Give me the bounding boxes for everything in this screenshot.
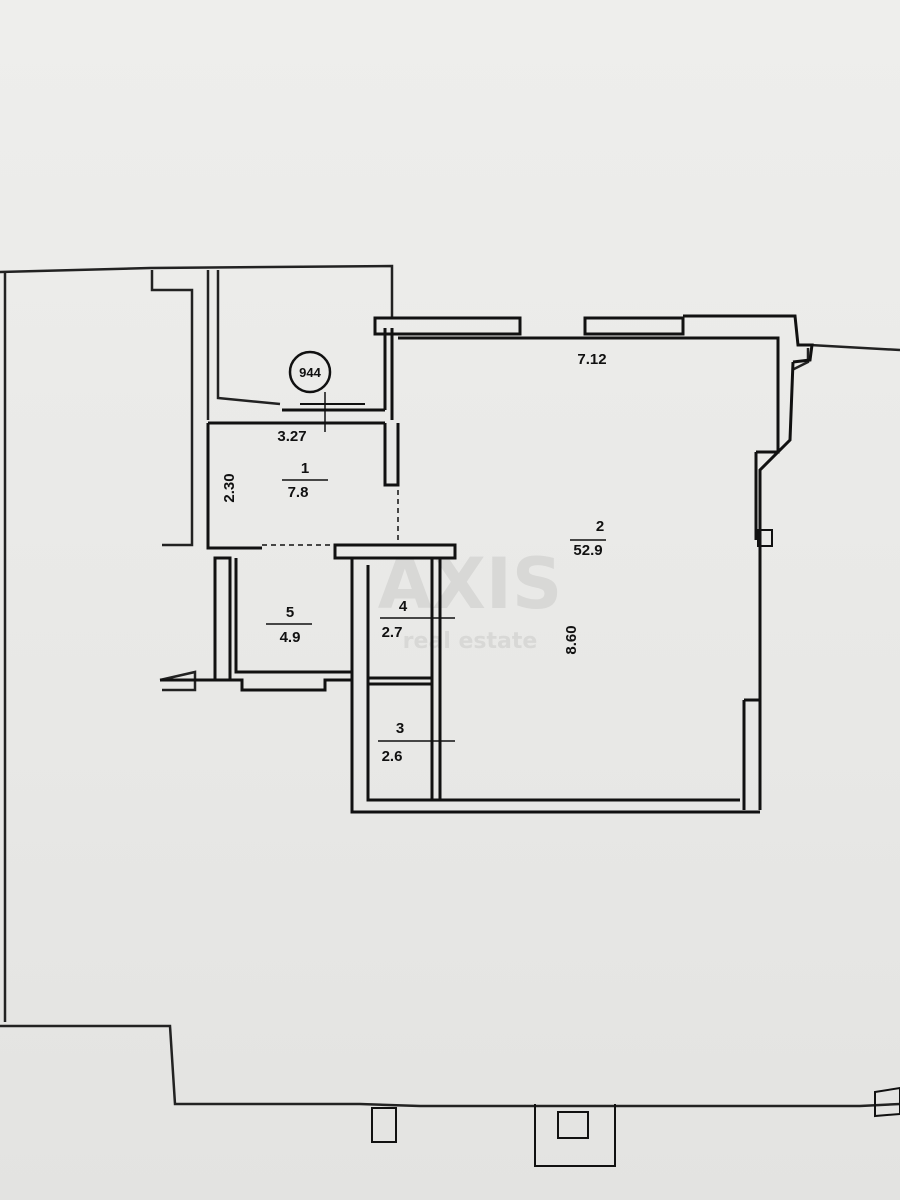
dimension-labels: 3.27 2.30 7.12 8.60 (221, 351, 607, 655)
room-5-label: 5 4.9 (266, 604, 312, 646)
room-1-number: 1 (301, 460, 309, 477)
watermark: AXIS real estate (378, 543, 563, 654)
apartment-walls (160, 314, 814, 814)
room-4-number: 4 (399, 598, 408, 615)
room-5-area: 4.9 (280, 629, 301, 646)
room1-depth-dim: 2.30 (221, 473, 238, 502)
apartment-number-tag: 944 (288, 350, 332, 432)
watermark-sub: real estate (403, 629, 538, 654)
room-3-label: 3 2.6 (378, 720, 455, 765)
room-5-number: 5 (286, 604, 294, 621)
building-outline (0, 264, 900, 1108)
apartment-number-circle (288, 350, 332, 394)
open-boundaries (262, 490, 399, 546)
apartment-number: 944 (299, 365, 321, 380)
room-3-area: 2.6 (382, 748, 403, 765)
room1-width-dim: 3.27 (277, 428, 306, 445)
fixtures (300, 403, 900, 1167)
room-2-number: 2 (596, 518, 604, 535)
room2-depth-dim: 8.60 (563, 625, 580, 654)
room-2-area: 52.9 (573, 542, 602, 559)
room-4-area: 2.7 (382, 624, 403, 641)
room-4-label: 4 2.7 (380, 598, 455, 641)
room-1-label: 1 7.8 (282, 460, 328, 501)
room-3-number: 3 (396, 720, 404, 737)
room-2-label: 2 52.9 (570, 518, 606, 559)
room2-width-dim: 7.12 (577, 351, 606, 368)
room-1-area: 7.8 (288, 484, 309, 501)
